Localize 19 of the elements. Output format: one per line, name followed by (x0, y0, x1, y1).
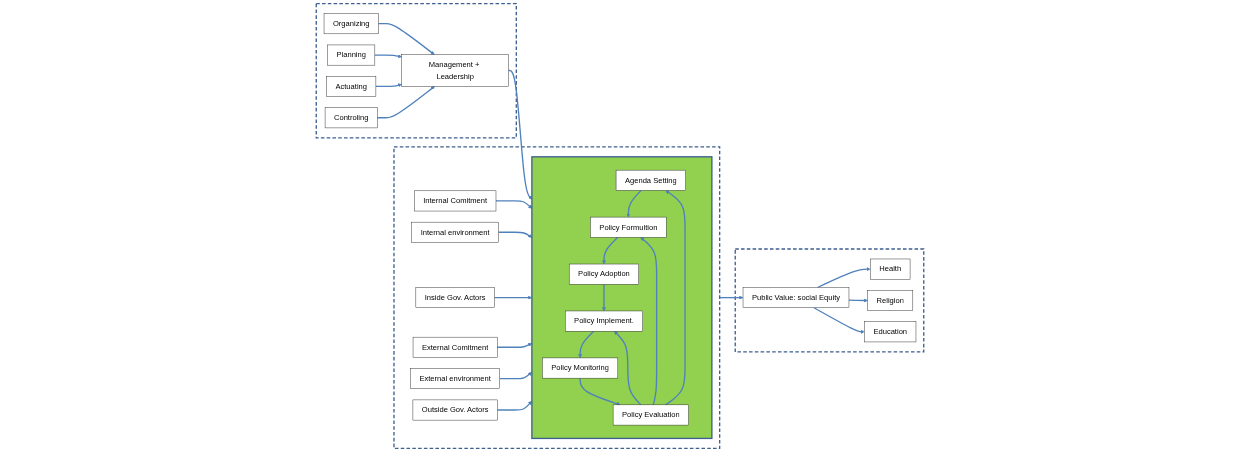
cluster (734, 248, 925, 353)
arrow (614, 331, 642, 406)
arrow (816, 267, 871, 289)
arrow (626, 189, 642, 218)
arrow (602, 236, 619, 265)
arrow (375, 83, 402, 88)
arrow (374, 54, 402, 59)
arrow (813, 307, 865, 334)
arrow (640, 237, 658, 406)
cluster (393, 146, 721, 450)
arrow (377, 23, 435, 55)
arrow (579, 377, 621, 406)
cluster (315, 2, 517, 139)
cluster (531, 156, 713, 440)
arrow (376, 86, 435, 119)
arrow (664, 190, 686, 406)
arrow (578, 330, 595, 359)
arrow (719, 295, 744, 300)
arrow (602, 283, 606, 312)
